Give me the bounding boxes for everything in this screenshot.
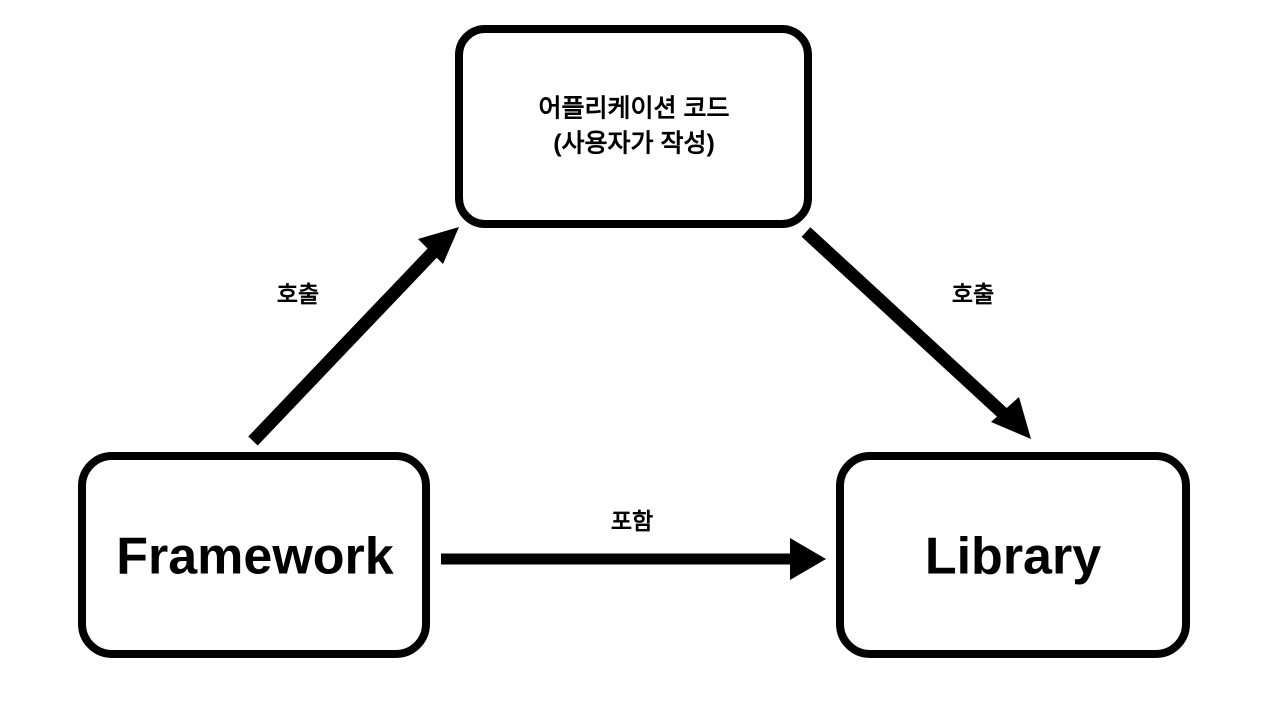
edge-framework-contains-library: 포함 (441, 508, 826, 580)
edge-label-framework-calls: 호출 (277, 281, 319, 307)
arrowhead-framework-to-application-code (418, 227, 459, 264)
node-library[interactable]: Library (836, 452, 1190, 658)
node-application-code-label-line1: 어플리케이션 코드 (539, 95, 730, 123)
arrowhead-application-code-to-library (991, 397, 1031, 439)
edge-line-framework-to-application-code (248, 242, 443, 446)
arrowhead-framework-to-library (790, 538, 826, 580)
edge-label-application-code-calls: 호출 (952, 281, 994, 307)
node-application-code-label-line2: (사용자가 작성) (553, 130, 715, 158)
node-framework[interactable]: Framework (78, 452, 430, 658)
node-framework-label: Framework (116, 528, 394, 586)
node-application-code-box[interactable] (455, 25, 812, 228)
edge-framework-calls-application-code: 호출 (248, 227, 459, 446)
node-framework-box[interactable] (78, 452, 430, 658)
edge-application-code-calls-library: 호출 (801, 227, 1031, 439)
node-library-box[interactable] (836, 452, 1190, 658)
edge-label-framework-contains: 포함 (611, 508, 653, 534)
node-library-label: Library (925, 528, 1101, 586)
edge-line-application-code-to-library (801, 227, 1013, 423)
node-application-code[interactable]: 어플리케이션 코드 (사용자가 작성) (455, 25, 812, 228)
